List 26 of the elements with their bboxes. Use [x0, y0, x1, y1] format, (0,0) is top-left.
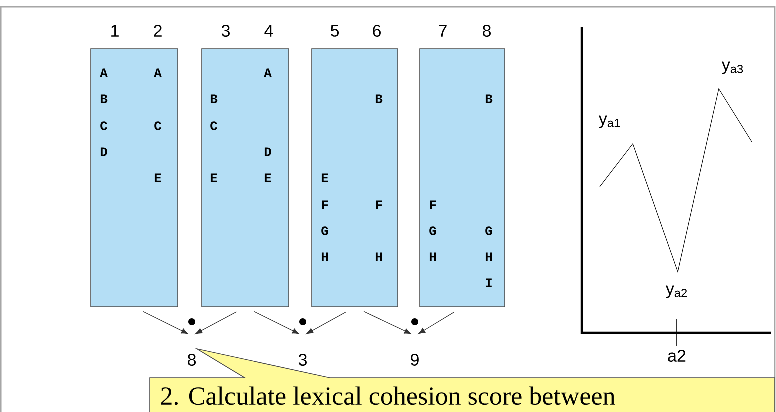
score: 9: [411, 354, 419, 366]
column-number: 6: [373, 24, 381, 38]
arrow: [196, 312, 238, 334]
column-number: 7: [439, 25, 447, 37]
sentence-block: F G H B G H I: [420, 48, 506, 308]
arrow: [254, 311, 300, 334]
column-number: 5: [330, 25, 340, 37]
point-label: y$_{a3}$: [722, 62, 744, 74]
point-label: y$_{a2}$: [666, 286, 688, 298]
axis-label: a2: [668, 350, 686, 362]
score: 3: [298, 354, 307, 366]
arrow: [364, 311, 412, 334]
arrow: [143, 311, 188, 334]
point-label: y$_{a1}$: [598, 116, 620, 128]
column-number: 3: [222, 24, 230, 38]
column-number: 4: [264, 25, 274, 37]
sentence-block: B C E A D E: [202, 48, 290, 308]
dot: [412, 318, 418, 326]
score: 8: [188, 354, 196, 366]
dot: [188, 318, 196, 326]
arrow: [306, 312, 347, 334]
arrow: [418, 312, 454, 334]
column-number: 2: [154, 25, 162, 37]
sentence-block: E F G H B F H: [312, 48, 398, 308]
dot: [300, 318, 306, 326]
sentence-block: A B C D A C E: [90, 48, 178, 308]
